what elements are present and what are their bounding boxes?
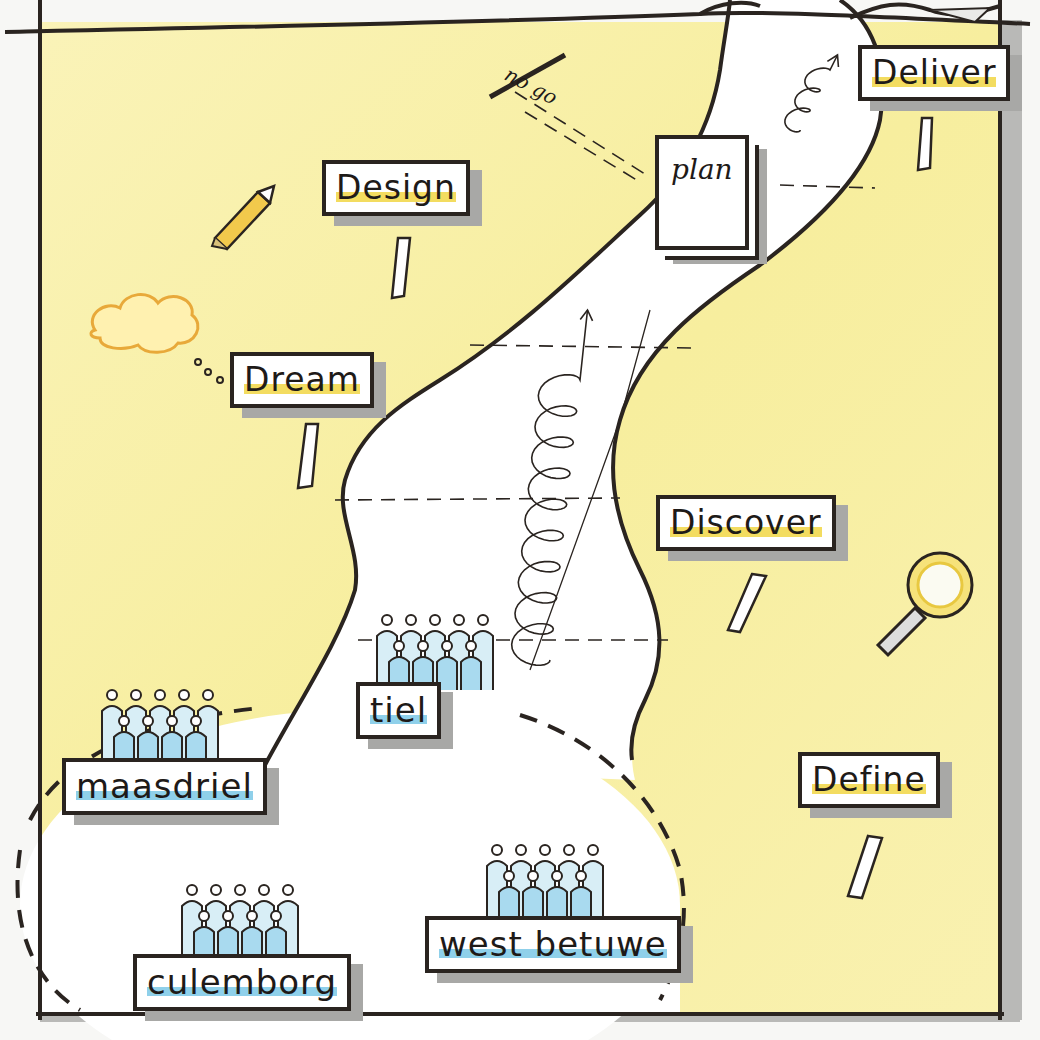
sketch-stroke — [247, 911, 257, 921]
spiral-arrows — [512, 55, 839, 670]
sketch-stroke — [406, 615, 416, 625]
phase-sign: Discover — [656, 495, 836, 551]
sketch-stroke — [167, 716, 177, 726]
phase-sign: Define — [798, 752, 940, 808]
river-bank — [613, 0, 883, 760]
sketch-stroke — [382, 615, 392, 625]
sketch-stroke — [530, 310, 650, 670]
sketch-stroke — [394, 641, 404, 651]
town-sign: culemborg — [133, 954, 351, 1011]
sketch-stroke — [223, 911, 233, 921]
node-text: Define — [812, 760, 926, 799]
sketch-stroke — [466, 641, 476, 651]
sketch-stroke — [478, 615, 488, 625]
sign-stakes — [298, 118, 932, 898]
sketch-stroke — [576, 871, 586, 881]
sketch-stroke — [540, 845, 550, 855]
sketch-stroke — [143, 716, 153, 726]
frame-shadow — [1000, 20, 1022, 1020]
sketch-stroke — [203, 690, 213, 700]
sketch-stroke — [418, 641, 428, 651]
sketch-stroke — [107, 690, 117, 700]
thought-cloud — [91, 294, 223, 383]
sketch-stroke — [442, 641, 452, 651]
sketch-stroke — [588, 845, 598, 855]
frame — [5, 0, 1030, 1020]
node-text: Discover — [670, 503, 822, 542]
node-text: west betuwe — [439, 924, 667, 964]
phase-sign: Dream — [230, 352, 374, 408]
sketch-stroke — [283, 885, 293, 895]
sketch-stroke — [155, 690, 165, 700]
pencil-icon — [212, 186, 274, 249]
town-sign: tiel — [356, 682, 441, 739]
sketch-stroke — [827, 55, 838, 67]
node-text: Design — [336, 168, 456, 207]
magnifier-icon — [878, 553, 972, 655]
sketch-stroke — [552, 871, 562, 881]
sketch-stroke — [492, 845, 502, 855]
node-text: Deliver — [872, 53, 996, 92]
sketch-stroke — [512, 310, 588, 665]
node-text: tiel — [370, 690, 427, 730]
sketch-stroke — [430, 615, 440, 625]
town-sign: maasdriel — [62, 758, 267, 815]
mountain — [930, 8, 990, 22]
plan-document: plan — [655, 135, 749, 250]
phase-lines — [335, 92, 875, 640]
town-circle — [18, 708, 684, 1010]
node-text: culemborg — [147, 962, 337, 1002]
sketch-stroke — [211, 885, 221, 895]
sketch-stroke — [187, 885, 197, 895]
sketch-stroke — [461, 657, 481, 690]
town-region — [40, 905, 680, 1014]
sketch-stroke — [199, 911, 209, 921]
node-text: plan — [671, 153, 733, 186]
sketch-stroke — [271, 911, 281, 921]
sketch-stroke — [785, 55, 838, 132]
sketch-stroke — [191, 716, 201, 726]
node-text: Dream — [244, 360, 360, 399]
phase-sign: Deliver — [858, 45, 1010, 101]
sketch-stroke — [564, 845, 574, 855]
town-sign: west betuwe — [425, 916, 681, 973]
sketch-stroke — [504, 871, 514, 881]
sketch-stroke — [528, 871, 538, 881]
sketch-stroke — [454, 615, 464, 625]
sketch-stroke — [516, 845, 526, 855]
sketch-stroke — [235, 885, 245, 895]
sketch-stroke — [580, 310, 592, 321]
sketch-stroke — [259, 885, 269, 895]
phase-sign: Design — [322, 160, 470, 216]
sketch-stroke — [131, 690, 141, 700]
sketch-stroke — [179, 690, 189, 700]
node-text: maasdriel — [76, 766, 253, 806]
sketch-stroke — [119, 716, 129, 726]
